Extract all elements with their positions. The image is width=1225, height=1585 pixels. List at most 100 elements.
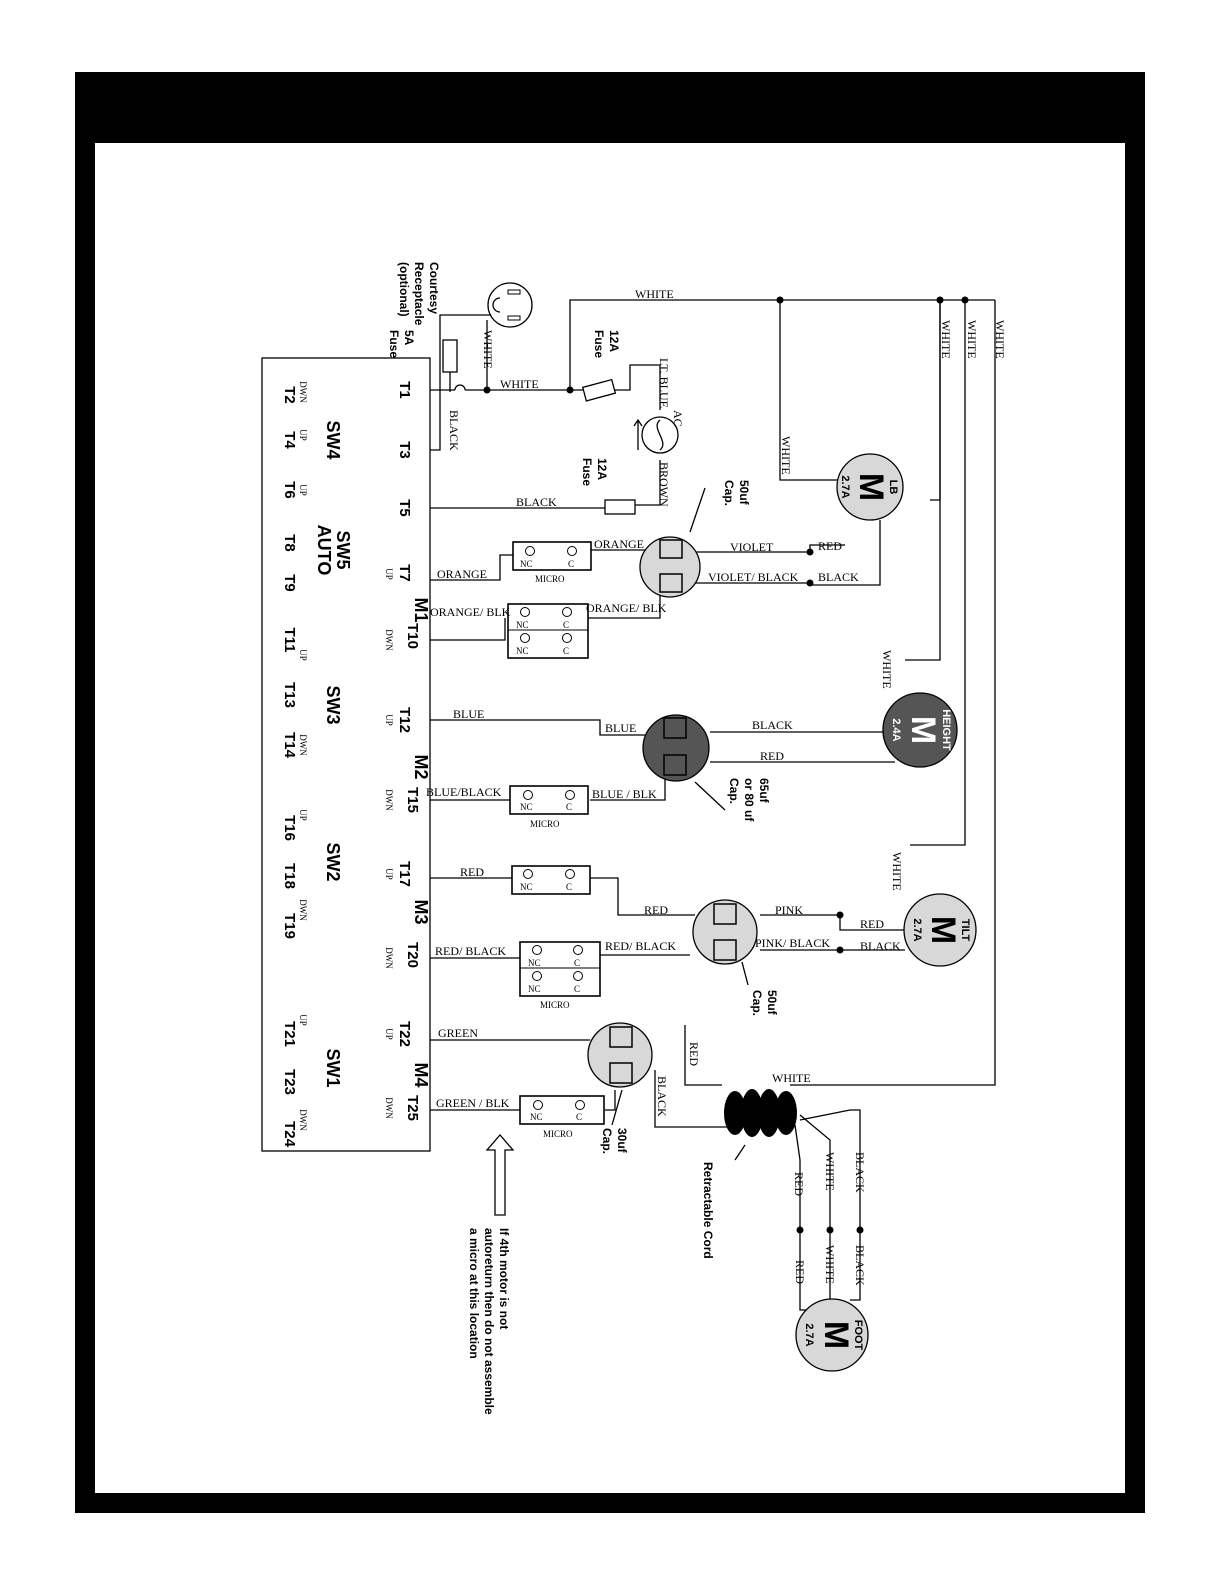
wire-label: RED [860, 917, 884, 931]
micro-switch-m4 [519, 1095, 605, 1125]
capacitor-label: Cap. [750, 990, 764, 1016]
fuse-5a [442, 339, 458, 373]
c-label: C [574, 958, 580, 968]
receptacle-label: Courtesy [427, 262, 441, 314]
direction-label: DWN [384, 789, 394, 811]
direction-label: UP [298, 809, 308, 821]
micro-switch-m3-up [511, 865, 591, 895]
terminal-label: T23 [281, 1069, 298, 1095]
wire-label: BLUE [453, 707, 484, 721]
terminals-bottom: T2 T4 T6 T8 T9 T11 T13 T14 T16 T18 T19 T… [281, 386, 298, 1147]
c-label: C [574, 984, 580, 994]
motor-name: HEIGHT [940, 709, 952, 751]
motor-symbol: M [924, 916, 962, 944]
wire-label: WHITE [823, 1245, 837, 1284]
capacitor-label: 65uf [757, 778, 771, 804]
direction-label: UP [384, 868, 394, 880]
wire-label: WHITE [880, 650, 894, 689]
wire-labels: WHITE WHITE BLACK ORANGE ORANGE ORANGE/ … [426, 287, 1007, 1286]
note-line: autoreturn then do not assemble [482, 1228, 496, 1415]
terminal-label: T8 [281, 534, 298, 552]
motor-height: HEIGHT M 2.4A [882, 692, 958, 768]
wire-label: GREEN / BLK [436, 1096, 510, 1110]
wire-label: BLUE/BLACK [426, 785, 502, 799]
capacitor-m2 [642, 714, 710, 782]
motor-foot: FOOT M 2.7A [795, 1298, 869, 1372]
wire-label: BLACK [860, 939, 901, 953]
direction-label: UP [384, 568, 394, 580]
courtesy-receptacle [487, 282, 533, 328]
terminal-label: T19 [281, 913, 298, 939]
c-label: C [563, 646, 569, 656]
motor-rating: 2.7A [803, 1323, 815, 1346]
terminal-label: T14 [281, 732, 298, 759]
wire-label: RED/ BLACK [435, 944, 506, 958]
motor-symbol: M [817, 1321, 855, 1349]
direction-label: DWN [298, 899, 308, 921]
wire-label: WHITE [890, 852, 904, 891]
micro-switch-m1-dwn [507, 603, 589, 659]
c-label: C [566, 802, 572, 812]
direction-label: DWN [384, 1097, 394, 1119]
motor-rating: 2.4A [890, 718, 902, 741]
terminal-label: T25 [404, 1095, 421, 1121]
terminal-label: T17 [396, 861, 413, 887]
direction-label: UP [384, 1028, 394, 1040]
terminal-label: T7 [396, 564, 413, 582]
wire-label: RED [760, 749, 784, 763]
wire-label: BROWN [657, 462, 671, 507]
motor-tilt: TILT M 2.7A [903, 893, 977, 967]
terminal-label: T22 [396, 1021, 413, 1047]
nc-label: NC [516, 620, 529, 630]
contact-labels: NC C NC C NC C NC C NC C NC C NC C NC C [516, 559, 582, 1122]
wire-label: ORANGE [437, 567, 487, 581]
nc-label: NC [520, 559, 533, 569]
wire-label: BLACK [447, 410, 461, 451]
cap-arrow [611, 1089, 623, 1126]
switch-labels: SW4 SW5 AUTO SW3 SW2 SW1 M1 M2 M3 M4 [314, 420, 431, 1087]
wire-label: RED [644, 903, 668, 917]
motor-symbol: M [852, 473, 890, 501]
terminal-label: T9 [281, 574, 298, 592]
terminal-label: T18 [281, 863, 298, 889]
note-arrow-icon [485, 1134, 515, 1216]
terminal-label: T20 [404, 942, 421, 968]
wire-label: PINK/ BLACK [755, 936, 830, 950]
direction-label: DWN [384, 629, 394, 651]
wire-label: WHITE [635, 287, 674, 301]
wire-label: RED [793, 1260, 807, 1284]
wire-label: BLACK [818, 570, 859, 584]
micro-switch-m2 [509, 785, 589, 815]
motor-name: LB [887, 480, 899, 495]
capacitor-label: Cap. [722, 480, 736, 506]
terminal-label: T2 [281, 386, 298, 404]
fuse-label: Fuse [580, 458, 594, 486]
terminal-label: T6 [281, 481, 298, 499]
motor-rating: 2.7A [911, 918, 923, 941]
terminal-label: T16 [281, 815, 298, 841]
switch-label: SW2 [323, 842, 343, 881]
receptacle-label: Receptacle [412, 262, 426, 326]
fuse-label: Fuse [387, 330, 401, 358]
junction-dots [483, 296, 969, 1234]
direction-label: UP [298, 429, 308, 441]
fuse-12a-bottom [604, 499, 636, 515]
micro-switch-m3-dwn [519, 941, 601, 997]
fuse-rating: 12A [607, 330, 621, 352]
wire-label: WHITE [965, 320, 979, 359]
direction-label: DWN [298, 1109, 308, 1131]
receptacle-label: (optional) [397, 262, 411, 317]
wire-label: BLUE [605, 721, 636, 735]
terminal-label: T15 [404, 787, 421, 813]
switch-label: SW1 [323, 1048, 343, 1087]
terminal-label: T12 [396, 707, 413, 733]
wire-label: BLUE / BLK [592, 787, 657, 801]
nc-label: NC [520, 882, 533, 892]
c-label: C [563, 620, 569, 630]
wire-label: WHITE [939, 320, 953, 359]
micro-label: MICRO [540, 1000, 570, 1010]
micro-label: MICRO [543, 1129, 573, 1139]
c-label: C [576, 1112, 582, 1122]
capacitor-label: 50uf [765, 990, 779, 1016]
